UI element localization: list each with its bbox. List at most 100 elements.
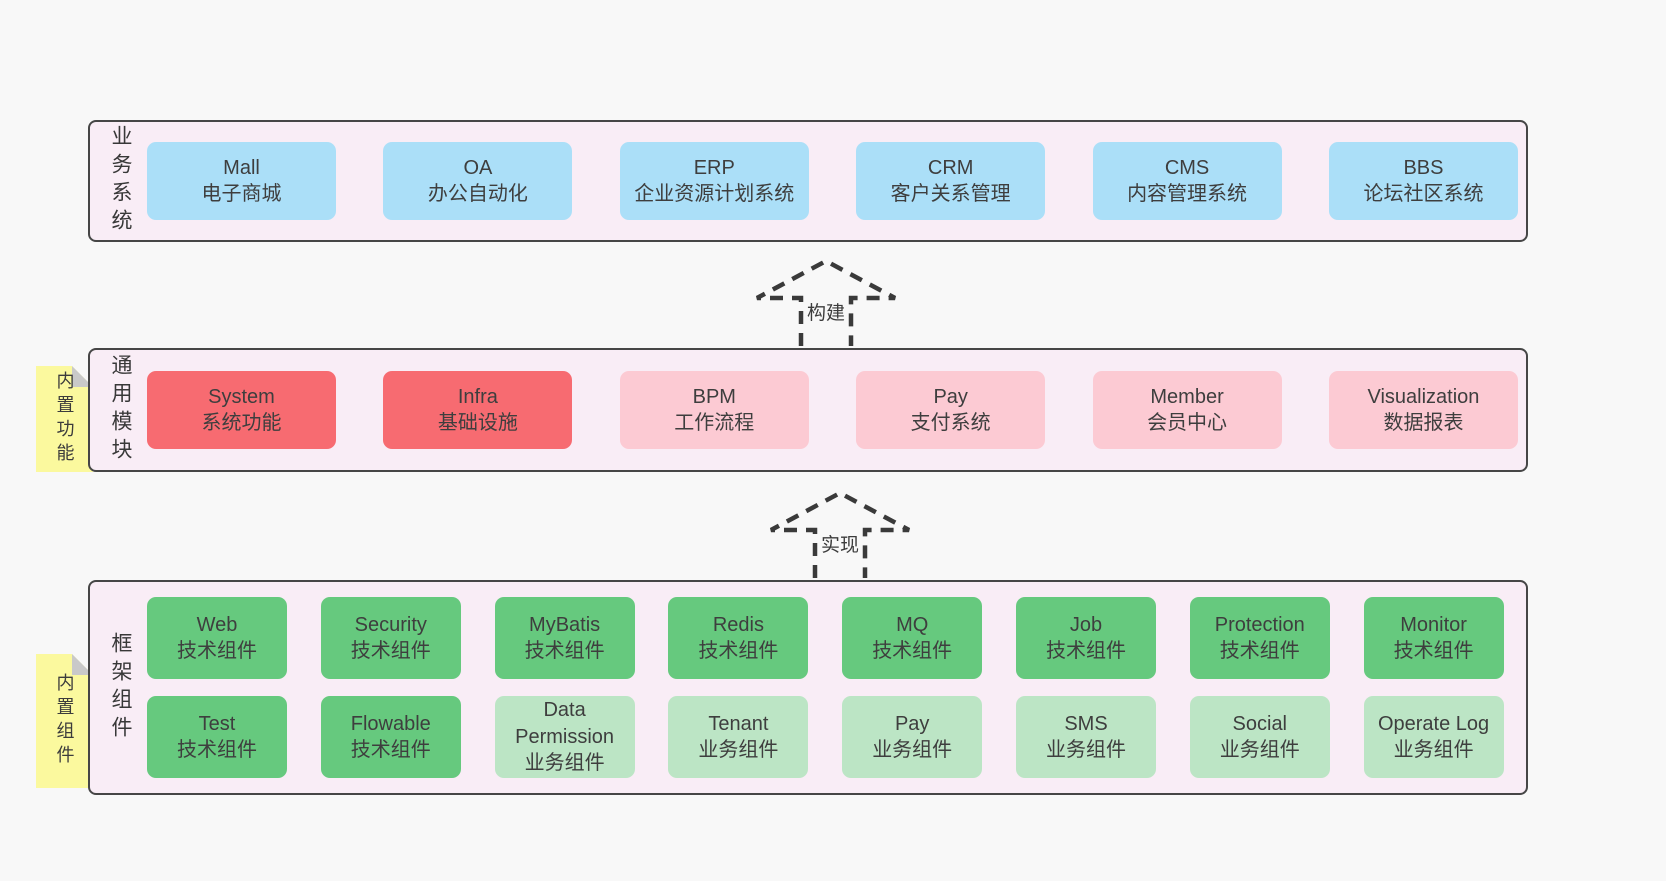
- sticky-note-builtin-features: 内置功能: [36, 366, 93, 472]
- module-box: ERP 企业资源计划系统: [619, 142, 809, 220]
- module-box: Social 业务组件: [1189, 696, 1330, 778]
- box-title-en: Web: [196, 613, 238, 636]
- box-title-zh: 内容管理系统: [1127, 183, 1248, 205]
- module-box: BPM 工作流程: [619, 371, 809, 449]
- box-title-zh: 业务组件: [1045, 739, 1126, 761]
- box-title-zh: 技术组件: [872, 640, 953, 662]
- box-title-en: Flowable: [350, 712, 431, 735]
- arrow-build: 构建: [751, 256, 901, 348]
- box-title-en: Visualization: [1367, 385, 1480, 408]
- module-box: Mall 电子商城: [147, 142, 336, 220]
- dashed-up-arrow-icon: [769, 490, 911, 578]
- module-box: Job 技术组件: [1015, 597, 1156, 679]
- module-box: Tenant 业务组件: [668, 696, 809, 778]
- module-box: Member 会员中心: [1092, 371, 1282, 449]
- module-box: Operate Log 业务组件: [1363, 696, 1504, 778]
- module-box: SMS 业务组件: [1015, 696, 1156, 778]
- sticky-note-label: 内置组件: [54, 673, 75, 769]
- box-title-zh: 企业资源计划系统: [634, 183, 795, 205]
- module-box: Monitor 技术组件: [1363, 597, 1504, 679]
- box-title-en: ERP: [693, 156, 735, 179]
- box-title-en: BBS: [1403, 156, 1444, 179]
- box-title-en: Infra: [457, 385, 498, 408]
- layer-label-framework-components: 框架组件: [109, 631, 132, 744]
- module-box: MyBatis 技术组件: [494, 597, 635, 679]
- module-box: Protection 技术组件: [1189, 597, 1330, 679]
- business-systems-box-row: Mall 电子商城 OA 办公自动化 ERP 企业资源计划系统 CRM 客户关系…: [147, 122, 1518, 240]
- box-title-en: MyBatis: [529, 613, 601, 636]
- box-title-zh: 支付系统: [910, 412, 991, 434]
- box-title-en: CRM: [927, 156, 974, 179]
- module-box: Redis 技术组件: [668, 597, 809, 679]
- arrow-implement: 实现: [765, 488, 915, 580]
- layer-label-common-modules: 通用模块: [109, 354, 132, 466]
- box-title-en: Social: [1232, 712, 1288, 735]
- module-box: BBS 论坛社区系统: [1328, 142, 1518, 220]
- sticky-note-builtin-components: 内置组件: [36, 654, 93, 788]
- box-title-zh: 论坛社区系统: [1363, 183, 1484, 205]
- box-title-en: Data Permission: [515, 699, 615, 748]
- box-title-zh: 办公自动化: [427, 183, 528, 205]
- box-title-zh: 技术组件: [350, 739, 431, 761]
- module-box: Visualization 数据报表: [1328, 371, 1518, 449]
- layer-framework-components: 框架组件 Web 技术组件 Security 技术组件 MyBatis 技术组件…: [88, 580, 1528, 795]
- dashed-up-arrow-icon: [755, 258, 897, 346]
- module-box: Web 技术组件: [147, 597, 287, 679]
- box-title-zh: 技术组件: [1219, 640, 1300, 662]
- box-title-en: Protection: [1214, 613, 1305, 636]
- module-box: CRM 客户关系管理: [856, 142, 1046, 220]
- layer-label-business-systems: 业务系统: [109, 125, 132, 237]
- module-box: Flowable 技术组件: [320, 696, 461, 778]
- arrow-build-label: 构建: [803, 298, 849, 325]
- box-title-en: Pay: [933, 385, 968, 408]
- box-title-en: CMS: [1164, 156, 1210, 179]
- box-title-en: Mall: [223, 156, 260, 179]
- box-title-zh: 基础设施: [437, 412, 518, 434]
- module-box: Pay 支付系统: [856, 371, 1046, 449]
- arrow-implement-label: 实现: [817, 530, 863, 557]
- box-title-zh: 业务组件: [1219, 739, 1300, 761]
- box-title-zh: 技术组件: [524, 640, 605, 662]
- box-title-zh: 业务组件: [872, 739, 953, 761]
- box-title-en: OA: [463, 156, 493, 179]
- box-title-en: Member: [1150, 385, 1224, 408]
- box-title-en: Monitor: [1400, 613, 1467, 636]
- box-title-zh: 业务组件: [524, 752, 605, 775]
- module-box: OA 办公自动化: [383, 142, 573, 220]
- box-title-en: Pay: [894, 712, 930, 735]
- box-title-zh: 技术组件: [698, 640, 779, 662]
- box-title-en: Redis: [712, 613, 764, 636]
- box-title-zh: 电子商城: [201, 183, 282, 205]
- box-title-zh: 工作流程: [674, 412, 755, 434]
- module-box: Infra 基础设施: [383, 371, 573, 449]
- box-title-zh: 业务组件: [1393, 739, 1474, 761]
- box-title-zh: 数据报表: [1383, 412, 1464, 434]
- layer-business-systems: 业务系统 Mall 电子商城 OA 办公自动化 ERP 企业资源计划系统 CRM…: [88, 120, 1528, 242]
- box-title-zh: 技术组件: [177, 640, 257, 662]
- module-box: CMS 内容管理系统: [1092, 142, 1282, 220]
- module-box: System 系统功能: [147, 371, 336, 449]
- box-title-en: Security: [354, 613, 427, 636]
- box-title-zh: 系统功能: [201, 412, 282, 434]
- box-title-en: System: [208, 385, 275, 408]
- box-title-en: Job: [1069, 613, 1103, 636]
- box-title-en: Operate Log: [1377, 712, 1490, 735]
- module-box: Test 技术组件: [147, 696, 287, 778]
- box-title-en: Test: [198, 712, 236, 735]
- sticky-note-label: 内置功能: [54, 371, 75, 467]
- box-title-zh: 客户关系管理: [890, 183, 1011, 205]
- box-title-zh: 会员中心: [1147, 412, 1228, 434]
- box-title-zh: 业务组件: [698, 739, 779, 761]
- framework-components-box-grid: Web 技术组件 Security 技术组件 MyBatis 技术组件 Redi…: [147, 582, 1504, 793]
- module-box: MQ 技术组件: [842, 597, 983, 679]
- box-title-en: MQ: [896, 613, 929, 636]
- box-title-zh: 技术组件: [1393, 640, 1474, 662]
- box-title-zh: 技术组件: [350, 640, 431, 662]
- common-modules-box-row: System 系统功能 Infra 基础设施 BPM 工作流程 Pay 支付系统…: [147, 350, 1518, 470]
- box-title-en: Tenant: [708, 712, 769, 735]
- box-title-en: SMS: [1064, 712, 1108, 735]
- layer-common-modules: 通用模块 System 系统功能 Infra 基础设施 BPM 工作流程 Pay…: [88, 348, 1528, 472]
- module-box: Pay 业务组件: [842, 696, 983, 778]
- box-title-en: BPM: [692, 385, 736, 408]
